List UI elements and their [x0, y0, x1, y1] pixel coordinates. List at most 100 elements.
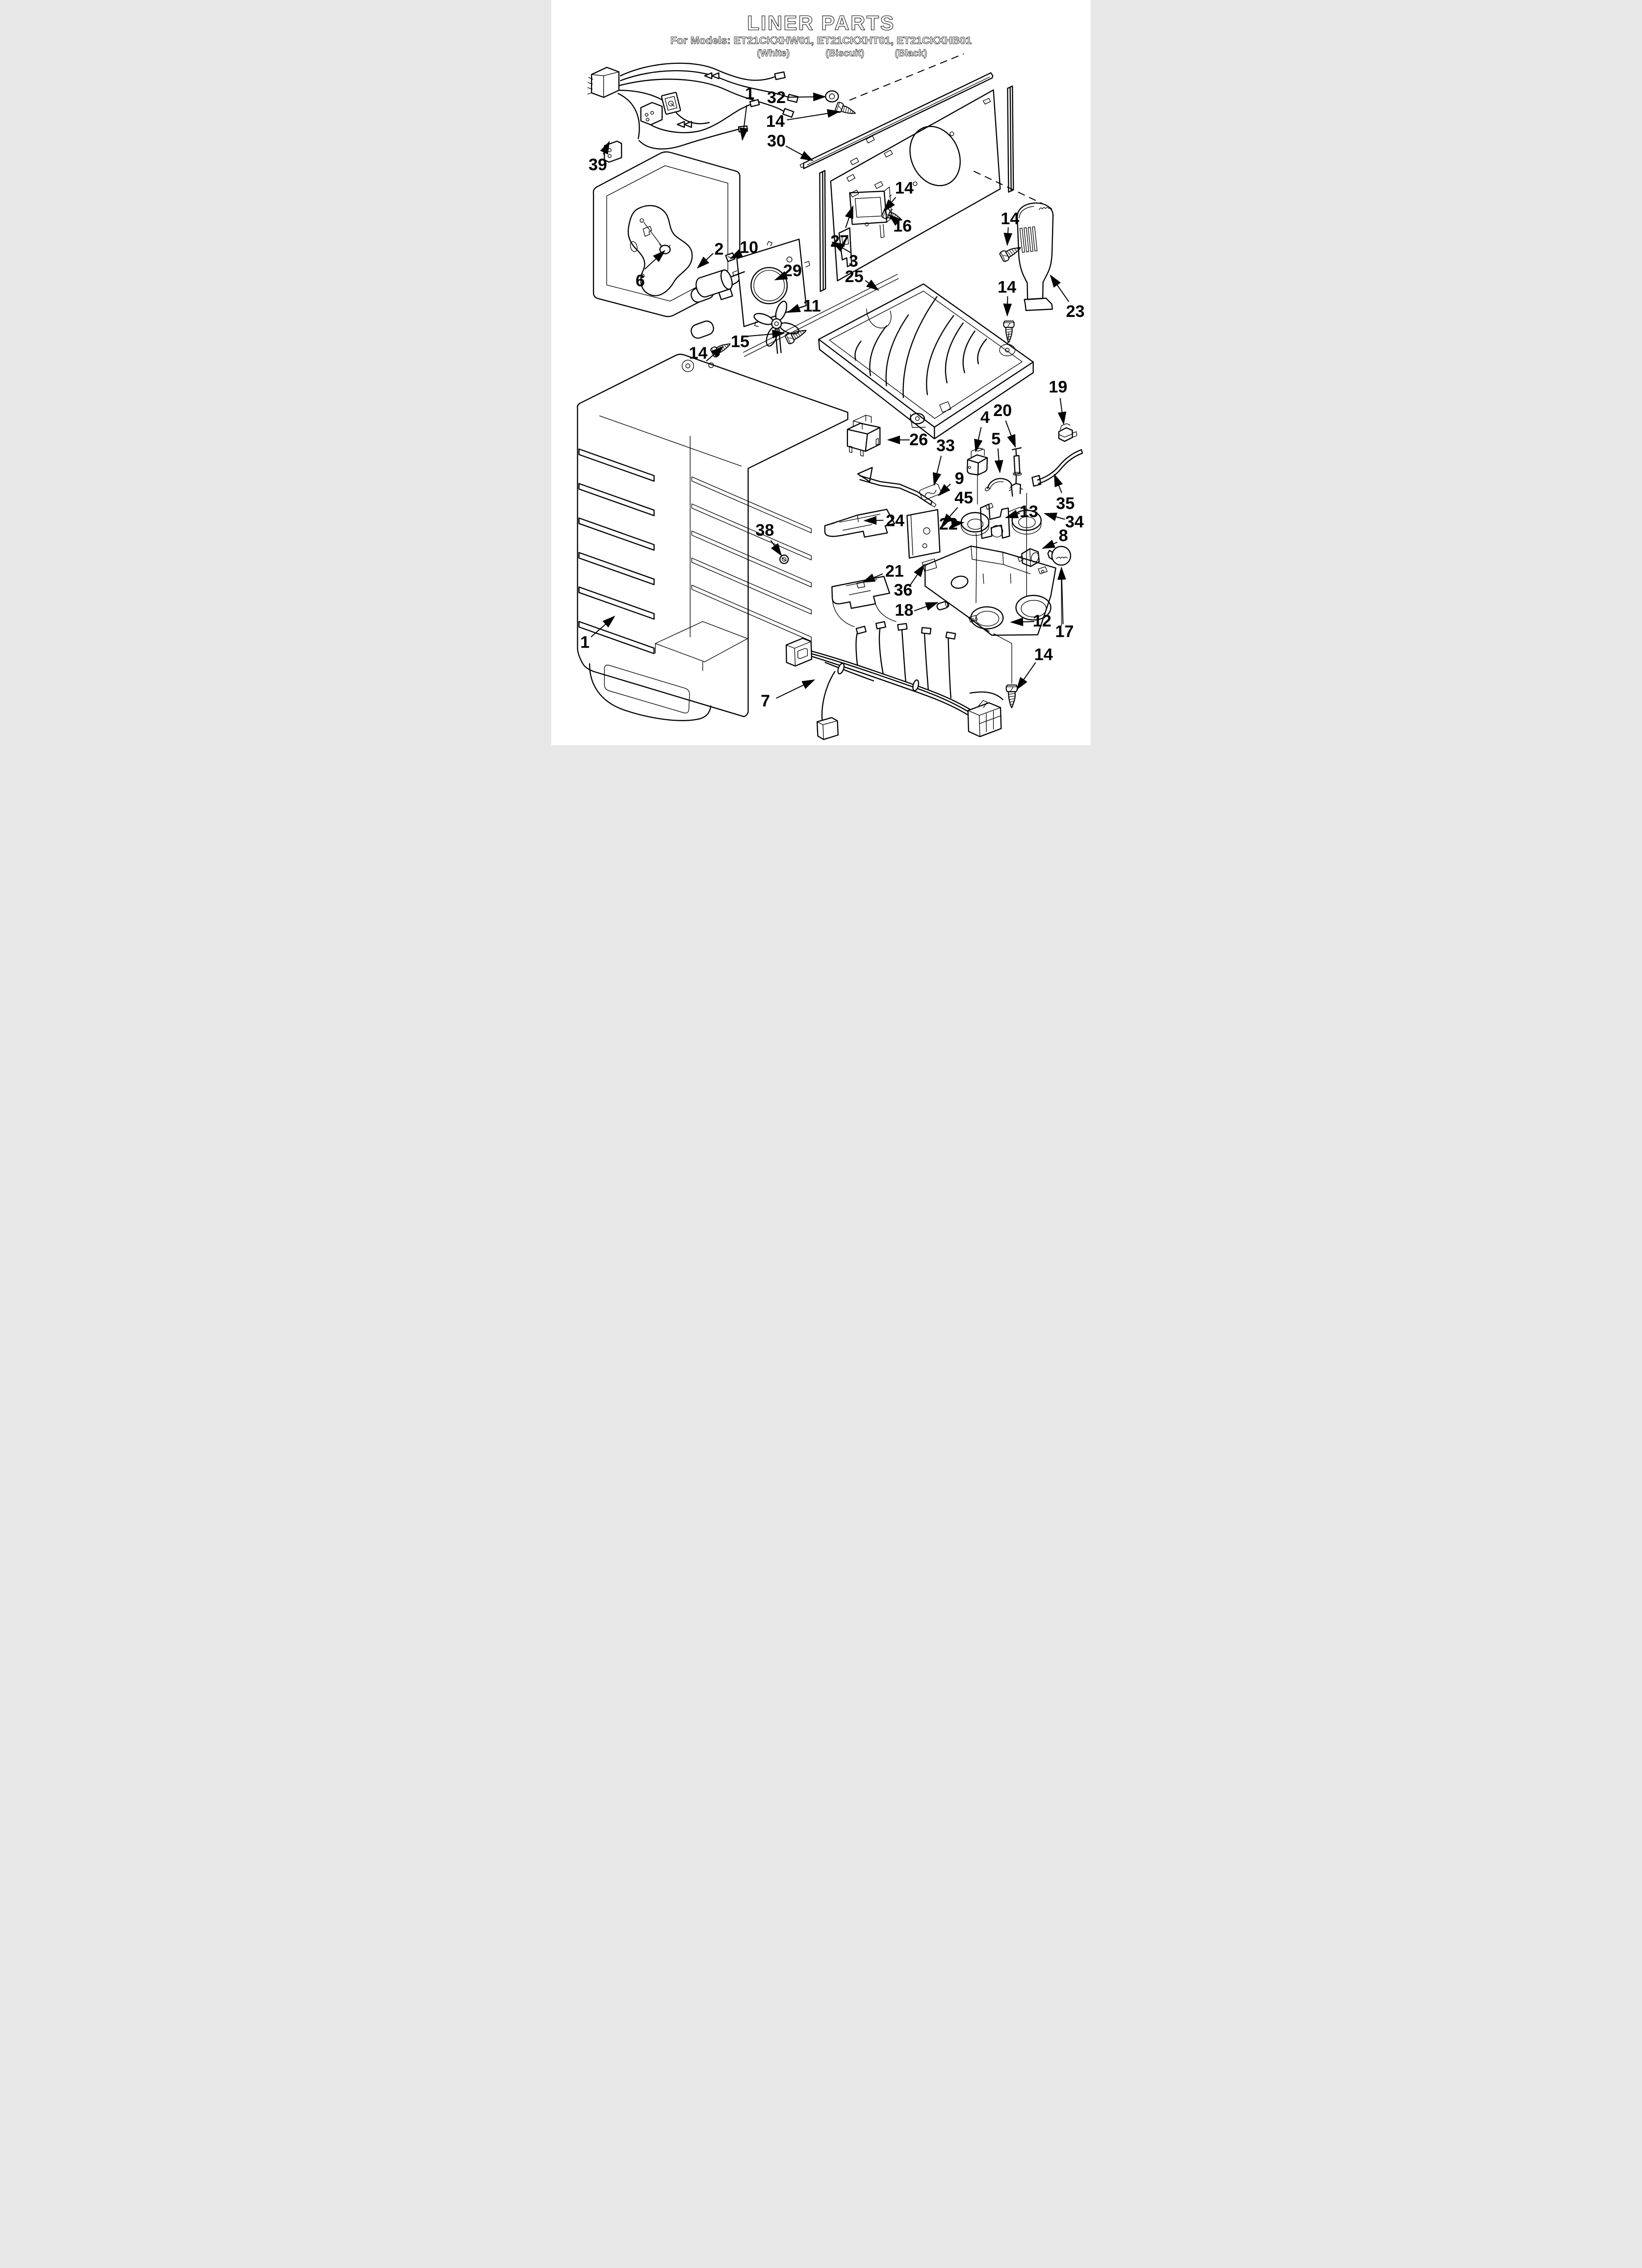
- fan-motor-2: [695, 269, 745, 300]
- callout-23-11: 23: [1066, 302, 1084, 321]
- callout-27-5: 27: [830, 232, 849, 251]
- callout-39-0: 39: [589, 156, 607, 174]
- parts-diagram-page: LINER PARTS For Models: ET21CKXHW01, ET2…: [551, 0, 1091, 745]
- heater-plate-45: [906, 509, 941, 559]
- callout-38-20: 38: [755, 521, 774, 540]
- callout-leader-13-32: [1005, 510, 1020, 519]
- wiring-harness-bottom-drawing: [785, 621, 1003, 740]
- screw-14-bottom: [1005, 684, 1018, 708]
- callout-leader-4-27: [974, 427, 983, 453]
- trim-strip-30: [803, 72, 994, 169]
- callout-leader-14-12: [1003, 296, 1012, 317]
- callout-leader-45-26: [941, 507, 958, 526]
- callout-3-8: 3: [849, 252, 858, 270]
- callout-2-13: 2: [715, 240, 724, 259]
- callout-25-9: 25: [845, 267, 864, 286]
- callout-34-33: 34: [1065, 513, 1084, 531]
- callout-20-29: 20: [993, 401, 1012, 420]
- callout-leader-7-22: [776, 679, 816, 699]
- callout-leader-36-38: [909, 564, 925, 587]
- callout-leader-16-7: [888, 214, 901, 226]
- ice-shield-24: [824, 509, 895, 538]
- callout-12-40: 12: [1033, 612, 1052, 630]
- callout-leader-29-15: [774, 271, 788, 281]
- callout-32-2: 32: [767, 88, 786, 107]
- wire-bracket-35: [1031, 449, 1083, 487]
- callout-14-3: 14: [766, 112, 785, 130]
- defrost-thermostat-19: [1058, 423, 1078, 442]
- spacer-18: [936, 601, 949, 611]
- gasket-strip-left-3: [819, 170, 826, 292]
- page-title: LINER PARTS: [747, 12, 895, 34]
- callout-18-39: 18: [895, 601, 914, 620]
- callout-leader-27-5: [845, 205, 853, 228]
- callout-16-7: 16: [893, 217, 912, 235]
- callout-14-18: 14: [689, 344, 708, 363]
- label-33: [919, 483, 942, 501]
- callout-leader-33-24: [932, 455, 942, 486]
- callout-leader-18-39: [914, 602, 939, 612]
- callout-leader-6-19: [644, 250, 666, 270]
- callout-leader-34-33: [1043, 512, 1065, 521]
- color-label-black: (Black): [895, 48, 927, 58]
- screw-14-cover: [1003, 320, 1015, 343]
- callout-leader-19-30: [1057, 398, 1067, 425]
- callout-14-42: 14: [1034, 646, 1053, 664]
- callout-leader-3-8: [831, 241, 851, 253]
- evaporator-cover-drawing: [818, 283, 1034, 440]
- sensor-strip-9: [857, 467, 937, 508]
- wiring-harness-top-drawing: [587, 62, 799, 163]
- callout-13-32: 13: [1020, 502, 1038, 521]
- callout-leader-39-0: [600, 141, 610, 155]
- callout-leader-14-3: [787, 109, 841, 121]
- callout-leader-14-42: [1016, 662, 1036, 690]
- callout-30-4: 30: [767, 131, 786, 150]
- callout-leader-15-17: [747, 330, 786, 339]
- callout-29-15: 29: [783, 261, 802, 280]
- callout-14-12: 14: [998, 278, 1016, 296]
- callout-leader-35-31: [1053, 473, 1063, 494]
- callout-7-22: 7: [761, 692, 770, 710]
- callout-leader-14-6: [883, 197, 897, 212]
- color-label-biscuit: (Biscuit): [825, 48, 864, 58]
- callout-leader-10-14: [729, 249, 744, 260]
- callout-22-34: 22: [939, 515, 958, 533]
- air-duct-drawing: [974, 171, 1054, 311]
- callout-21-37: 21: [885, 562, 904, 580]
- callout-leader-30-4: [785, 145, 814, 161]
- screw-14-top: [834, 101, 858, 119]
- callout-9-25: 9: [955, 469, 964, 488]
- callout-leader-11-16: [787, 304, 803, 313]
- callout-leader-14-18: [706, 345, 724, 362]
- callout-leader-17-41: [1057, 566, 1066, 625]
- callout-35-31: 35: [1056, 494, 1075, 513]
- callout-33-24: 33: [936, 436, 955, 455]
- callout-leader-38-20: [770, 540, 782, 557]
- callout-leader-20-29: [1005, 420, 1016, 448]
- callout-8-35: 8: [1059, 526, 1068, 545]
- rear-panel-drawing: [799, 53, 1014, 292]
- main-liner-drawing: [577, 274, 899, 721]
- sleeve-32: [825, 90, 839, 103]
- callout-24-36: 24: [886, 512, 904, 530]
- callout-leader-1-1: [739, 105, 748, 141]
- callout-leader-5-28: [994, 448, 1003, 473]
- callout-19-30: 19: [1049, 378, 1067, 396]
- gasket-strip-right-3: [1007, 85, 1014, 193]
- callout-4-27: 4: [980, 408, 990, 427]
- grommet-38: [779, 554, 789, 564]
- support-block-26: [847, 422, 881, 452]
- callout-leader-8-35: [1042, 540, 1058, 549]
- models-line: For Models: ET21CKXHW01, ET21CKXHT01, ET…: [670, 34, 972, 46]
- callout-leader-2-13: [696, 253, 714, 269]
- callout-6-19: 6: [636, 271, 645, 290]
- callout-leader-14-10: [1003, 227, 1012, 246]
- callout-leader-1-21: [590, 615, 616, 638]
- callout-1-1: 1: [745, 84, 754, 103]
- light-bulb-17: [1047, 546, 1072, 566]
- light-housing-cluster-drawing: [824, 509, 1072, 708]
- callout-17-41: 17: [1055, 622, 1074, 641]
- controls-cluster-drawing: [847, 415, 1083, 603]
- callout-15-17: 15: [731, 333, 749, 351]
